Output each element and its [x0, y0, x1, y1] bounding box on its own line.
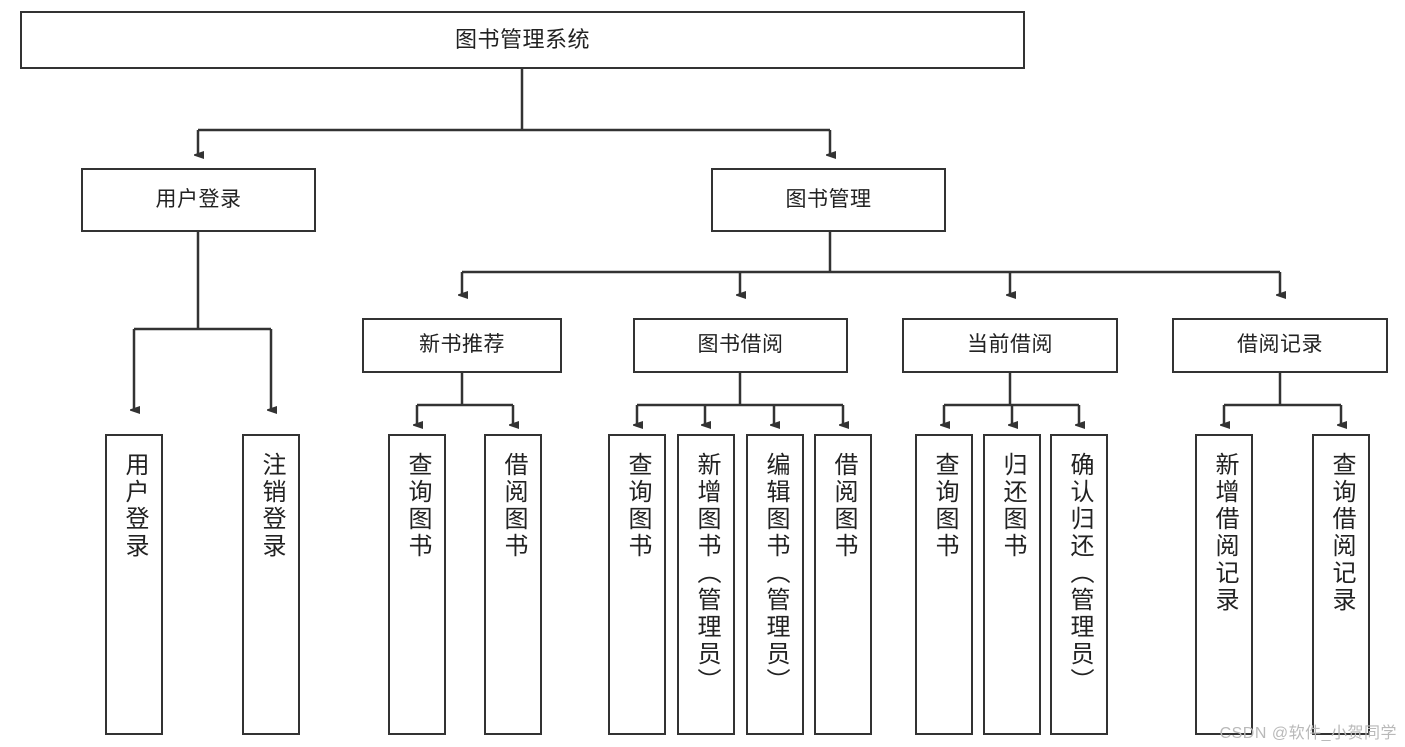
node-label: 查询图书 — [624, 452, 651, 560]
node-label: 新书推荐 — [419, 333, 505, 357]
leaf-borrow-record-add[interactable]: 新增借阅记录 — [1195, 434, 1253, 735]
leaf-current-borrow-return[interactable]: 归还图书 — [983, 434, 1041, 735]
leaf-book-borrow-edit[interactable]: 编辑图书（管理员） — [746, 434, 804, 735]
leaf-current-borrow-query[interactable]: 查询图书 — [915, 434, 973, 735]
node-label: 查询借阅记录 — [1328, 452, 1355, 614]
node-label: 借阅图书 — [830, 452, 857, 560]
node-label: 图书管理 — [785, 187, 872, 211]
node-label: 新增借阅记录 — [1211, 452, 1238, 614]
leaf-current-borrow-confirm[interactable]: 确认归还（管理员） — [1050, 434, 1108, 735]
node-label: 编辑图书（管理员） — [762, 452, 789, 695]
node-label: 当前借阅 — [967, 333, 1053, 357]
node-label: 查询图书 — [404, 452, 431, 560]
node-label: 图书管理系统 — [454, 27, 590, 53]
node-new-book-recommend[interactable]: 新书推荐 — [362, 318, 562, 373]
node-label: 借阅记录 — [1237, 333, 1323, 357]
node-label: 用户登录 — [121, 452, 148, 560]
node-user-login[interactable]: 用户登录 — [81, 168, 316, 232]
leaf-book-borrow-query[interactable]: 查询图书 — [608, 434, 666, 735]
leaf-borrow-record-query[interactable]: 查询借阅记录 — [1312, 434, 1370, 735]
leaf-book-borrow-lend[interactable]: 借阅图书 — [814, 434, 872, 735]
leaf-new-book-borrow[interactable]: 借阅图书 — [484, 434, 542, 735]
watermark: CSDN @软件_小贺同学 — [1219, 725, 1397, 742]
node-label: 确认归还（管理员） — [1066, 452, 1093, 695]
node-label: 归还图书 — [999, 452, 1026, 560]
leaf-user-login-login[interactable]: 用户登录 — [105, 434, 163, 735]
node-label: 借阅图书 — [500, 452, 527, 560]
leaf-new-book-query[interactable]: 查询图书 — [388, 434, 446, 735]
leaf-book-borrow-add[interactable]: 新增图书（管理员） — [677, 434, 735, 735]
node-root-system[interactable]: 图书管理系统 — [20, 11, 1025, 69]
node-book-management[interactable]: 图书管理 — [711, 168, 946, 232]
node-label: 图书借阅 — [697, 333, 784, 357]
node-label: 查询图书 — [931, 452, 958, 560]
node-label: 新增图书（管理员） — [693, 452, 720, 695]
node-borrow-record[interactable]: 借阅记录 — [1172, 318, 1388, 373]
node-label: 注销登录 — [258, 452, 285, 560]
node-current-borrow[interactable]: 当前借阅 — [902, 318, 1118, 373]
leaf-user-login-logout[interactable]: 注销登录 — [242, 434, 300, 735]
node-book-borrow[interactable]: 图书借阅 — [633, 318, 848, 373]
node-label: 用户登录 — [155, 187, 242, 211]
